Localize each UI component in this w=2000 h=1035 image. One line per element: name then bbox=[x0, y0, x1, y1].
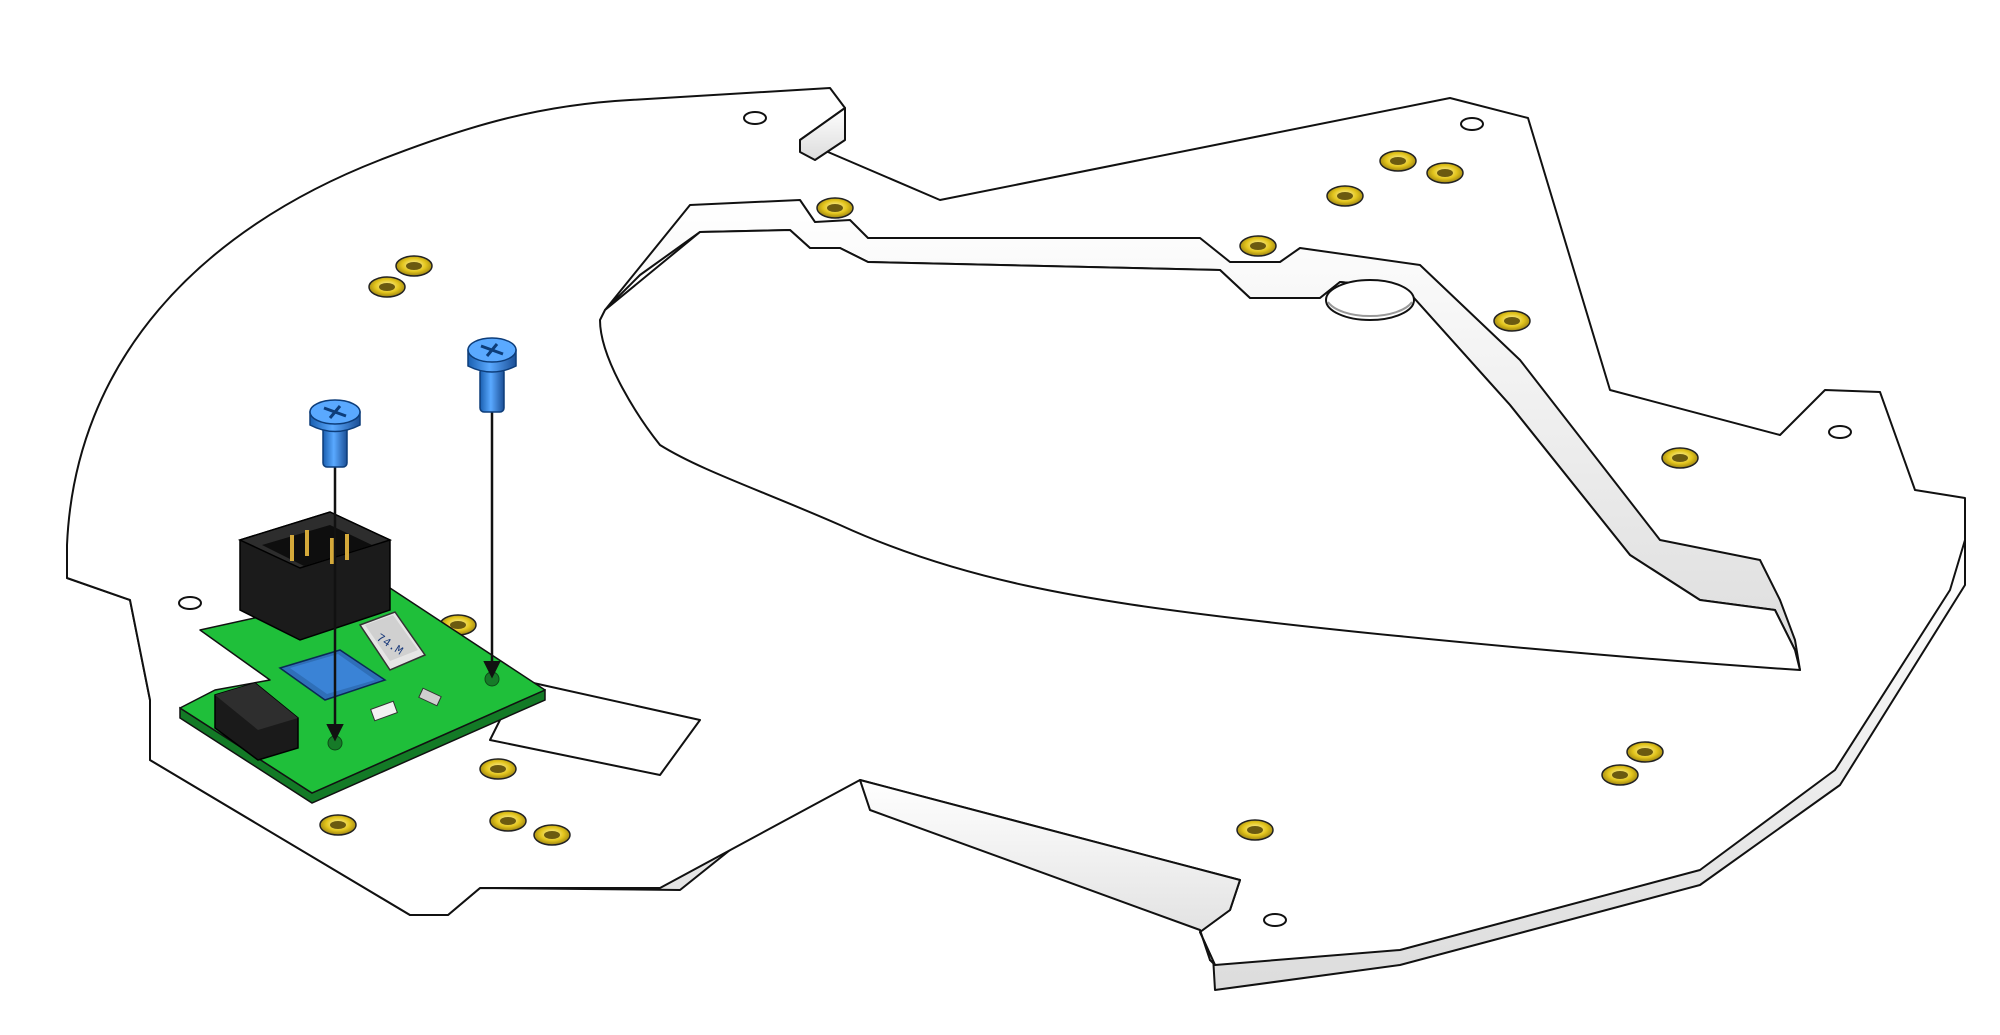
insert bbox=[1326, 185, 1364, 207]
pin-header bbox=[237, 511, 393, 641]
resistor bbox=[418, 687, 442, 707]
insert bbox=[368, 276, 406, 298]
threaded-inserts bbox=[319, 150, 1699, 846]
pcb-mount-hole bbox=[327, 735, 343, 751]
screw-right bbox=[467, 337, 517, 413]
microcontroller-chip bbox=[278, 649, 387, 701]
header-pin bbox=[290, 535, 294, 561]
assembly-arrows bbox=[326, 405, 501, 742]
hole bbox=[1460, 117, 1484, 131]
sensor-connector bbox=[214, 682, 299, 761]
base-plate bbox=[66, 87, 1966, 991]
header-pin bbox=[345, 534, 349, 560]
insert bbox=[395, 255, 433, 277]
insert bbox=[1661, 447, 1699, 469]
insert bbox=[533, 824, 571, 846]
hole bbox=[743, 111, 767, 125]
capacitor bbox=[370, 700, 398, 722]
hole bbox=[1828, 425, 1852, 439]
mounting-holes bbox=[178, 111, 1852, 927]
sensor-board: 74.M bbox=[179, 511, 546, 804]
hole bbox=[178, 596, 202, 610]
insert bbox=[1379, 150, 1417, 172]
insert bbox=[816, 197, 854, 219]
header-pin bbox=[330, 538, 334, 564]
insert bbox=[1601, 764, 1639, 786]
hole bbox=[1263, 913, 1287, 927]
insert bbox=[479, 758, 517, 780]
plate-cutout-floor bbox=[599, 229, 1801, 671]
insert bbox=[319, 814, 357, 836]
insert bbox=[1236, 819, 1274, 841]
insert bbox=[1239, 235, 1277, 257]
insert bbox=[1426, 162, 1464, 184]
plate-channel bbox=[859, 779, 1241, 966]
screw-left bbox=[309, 399, 361, 468]
insert bbox=[489, 810, 527, 832]
header-pin bbox=[305, 530, 309, 556]
insert bbox=[1626, 741, 1664, 763]
plate-large-hole bbox=[1325, 279, 1415, 321]
plate-top-notch bbox=[799, 107, 846, 161]
crystal-oscillator: 74.M bbox=[358, 611, 427, 671]
insert bbox=[1493, 310, 1531, 332]
